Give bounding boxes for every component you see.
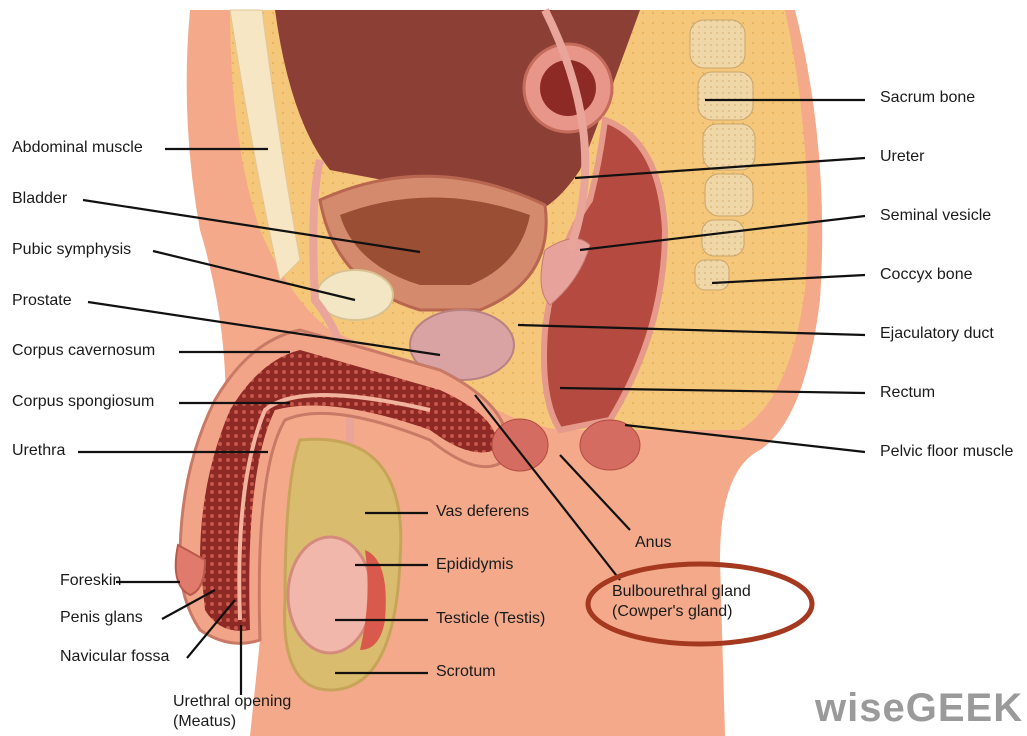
label-prostate: Prostate <box>12 291 72 311</box>
label-testicle: Testicle (Testis) <box>436 609 545 629</box>
label-anus: Anus <box>635 533 671 553</box>
label-corpus-spongiosum: Corpus spongiosum <box>12 392 154 412</box>
watermark-logo: wiseGEEK <box>815 686 1023 731</box>
label-seminal-vesicle: Seminal vesicle <box>880 206 991 226</box>
label-sacrum-bone: Sacrum bone <box>880 88 975 108</box>
label-scrotum: Scrotum <box>436 662 496 682</box>
label-urethral-opening: Urethral opening (Meatus) <box>173 692 291 732</box>
label-pelvic-floor-muscle: Pelvic floor muscle <box>880 442 1013 462</box>
label-urethra: Urethra <box>12 441 65 461</box>
label-bladder: Bladder <box>12 189 67 209</box>
label-ureter: Ureter <box>880 147 924 167</box>
label-ejaculatory-duct: Ejaculatory duct <box>880 324 994 344</box>
label-foreskin: Foreskin <box>60 571 121 591</box>
label-corpus-cavernosum: Corpus cavernosum <box>12 341 155 361</box>
testicle <box>288 537 372 653</box>
label-vas-deferens: Vas deferens <box>436 502 529 522</box>
pelvic-floor-muscle <box>580 420 640 470</box>
label-rectum: Rectum <box>880 383 935 403</box>
label-bulbourethral-gland: Bulbourethral gland (Cowper's gland) <box>612 582 751 622</box>
label-penis-glans: Penis glans <box>60 608 143 628</box>
label-epididymis: Epididymis <box>436 555 513 575</box>
label-coccyx-bone: Coccyx bone <box>880 265 973 285</box>
label-navicular-fossa: Navicular fossa <box>60 647 169 667</box>
label-pubic-symphysis: Pubic symphysis <box>12 240 131 260</box>
label-abdominal-muscle: Abdominal muscle <box>12 138 143 158</box>
